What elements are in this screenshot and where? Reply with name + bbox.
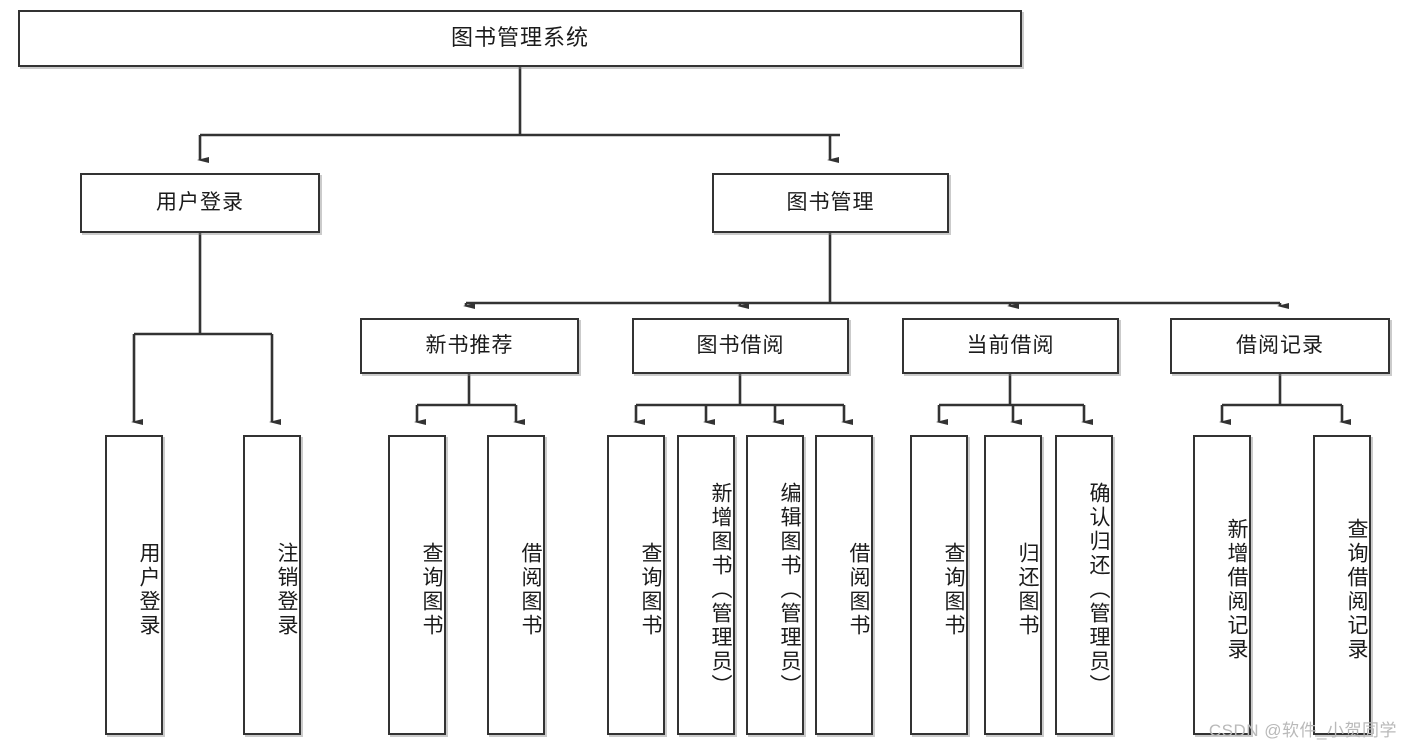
leaf-borrow-book[interactable]: 借阅图书: [815, 435, 873, 735]
leaf-add-book-admin[interactable]: 新增图书（管理员）: [677, 435, 735, 735]
leaf-query-borrow-record[interactable]: 查询借阅记录: [1313, 435, 1371, 735]
node-user-login[interactable]: 用户登录: [80, 173, 320, 233]
watermark: CSDN @软件_小贺同学: [1208, 721, 1397, 740]
leaf-logout[interactable]: 注销登录: [243, 435, 301, 735]
leaf-edit-book-admin[interactable]: 编辑图书（管理员）: [746, 435, 804, 735]
node-root-system[interactable]: 图书管理系统: [18, 10, 1022, 67]
leaf-query-book-recommend[interactable]: 查询图书: [388, 435, 446, 735]
edges-current-to-leaves: [936, 374, 1093, 425]
edges-record-to-leaves: [1219, 374, 1351, 425]
leaf-confirm-return-admin[interactable]: 确认归还（管理员）: [1055, 435, 1113, 735]
edges-root-to-level2: [197, 67, 840, 163]
edges-userlogin-to-leaves: [131, 233, 281, 425]
leaf-borrow-book-recommend[interactable]: 借阅图书: [487, 435, 545, 735]
leaf-user-login[interactable]: 用户登录: [105, 435, 163, 735]
leaf-query-book-current[interactable]: 查询图书: [910, 435, 968, 735]
node-book-management[interactable]: 图书管理: [712, 173, 949, 233]
edges-newbook-to-leaves: [414, 374, 525, 425]
edges-bookmgmt-to-level3: [463, 233, 1289, 309]
edges-borrow-to-leaves: [633, 374, 853, 425]
leaf-add-borrow-record[interactable]: 新增借阅记录: [1193, 435, 1251, 735]
node-current-borrow[interactable]: 当前借阅: [902, 318, 1119, 374]
leaf-query-book-borrow[interactable]: 查询图书: [607, 435, 665, 735]
leaf-return-book[interactable]: 归还图书: [984, 435, 1042, 735]
node-new-book-recommend[interactable]: 新书推荐: [360, 318, 579, 374]
node-borrow-record[interactable]: 借阅记录: [1170, 318, 1390, 374]
node-book-borrow[interactable]: 图书借阅: [632, 318, 849, 374]
